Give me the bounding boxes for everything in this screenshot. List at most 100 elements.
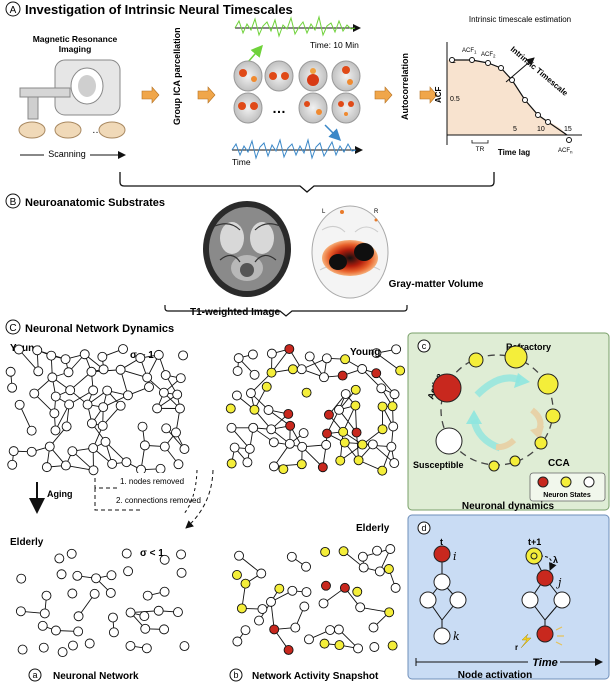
network-node (269, 624, 280, 635)
network-node (385, 544, 396, 554)
network-node (44, 441, 55, 452)
network-node (367, 439, 378, 450)
network-node (72, 570, 83, 581)
network-node (321, 580, 331, 591)
network-node (377, 465, 388, 476)
network-node (161, 423, 172, 434)
network-node (320, 546, 331, 557)
network-node (357, 364, 368, 374)
network-node (355, 602, 366, 613)
network-node (339, 582, 350, 593)
network-node (65, 385, 76, 396)
network-node (350, 400, 361, 411)
network-node (60, 354, 71, 365)
network-node (39, 608, 50, 619)
network-node (390, 582, 401, 593)
network-node (106, 570, 117, 581)
network-node (286, 551, 297, 562)
blue-timeseries: Time (231, 124, 363, 167)
time-label: Time (232, 157, 251, 167)
network-node (67, 588, 78, 599)
network-node (158, 387, 169, 398)
network-node (121, 457, 132, 468)
network-node (61, 421, 72, 432)
network-node (153, 605, 164, 616)
flow-arrow-icon (419, 86, 438, 104)
time-10min-label: Time: 10 Min (310, 40, 359, 50)
network-node (98, 364, 109, 375)
scanning-arrow: Scanning (20, 147, 126, 159)
network-node (37, 620, 48, 631)
network-node (107, 458, 118, 469)
network-node (353, 643, 363, 654)
network-node (266, 424, 277, 435)
network-node (26, 425, 37, 436)
network-node (322, 428, 332, 439)
t1-brain-image (203, 201, 291, 297)
network-node (135, 353, 146, 363)
network-node (229, 442, 240, 453)
network-node (38, 642, 49, 653)
network-node (334, 640, 345, 651)
network-node (7, 459, 18, 470)
node-k-label: k (453, 630, 460, 643)
sigma-elderly: σ < 1 (140, 548, 164, 559)
network-node (338, 426, 349, 437)
network-node (172, 389, 183, 400)
network-node (137, 421, 148, 432)
network-node (56, 569, 67, 580)
aging-label: Aging (47, 489, 73, 499)
flow-arrow-icon (141, 86, 160, 104)
network-node (142, 372, 153, 383)
network-node (389, 389, 400, 400)
network-node (16, 573, 27, 584)
section-b-header: B Neuroanatomic Substrates (5, 193, 165, 209)
network-node (175, 373, 186, 384)
network-node (368, 622, 379, 633)
network-node (371, 348, 382, 359)
network-node (108, 627, 119, 638)
network-node (387, 640, 398, 651)
network-node (319, 638, 330, 649)
time-arrow-label: Time (532, 657, 557, 669)
sub-a-text: Neuronal Network (53, 671, 139, 682)
network-node (57, 647, 68, 658)
sub-a-letter: a (32, 670, 37, 680)
flow-arrow-icon (197, 86, 216, 104)
network-node (334, 404, 344, 415)
network-node (369, 642, 380, 652)
section-a-header: A Investigation of Intrinsic Neural Time… (5, 1, 293, 17)
section-a-letter: A (10, 5, 17, 16)
network-node (395, 365, 406, 376)
network-node (179, 444, 190, 455)
network-node (7, 382, 18, 393)
network-node (247, 349, 258, 360)
network-node (318, 598, 329, 609)
network-node (242, 457, 253, 468)
tr-label: TR (476, 146, 485, 153)
network-node (268, 437, 279, 448)
network-node (50, 625, 61, 636)
network-node (233, 353, 244, 364)
network-node (97, 351, 108, 362)
network-node (159, 554, 170, 565)
ica-ellipsis: … (272, 100, 286, 116)
network-node (266, 348, 277, 359)
network-node (232, 570, 242, 580)
network-node (377, 401, 388, 412)
t1-label: T1-weighted Image (190, 307, 280, 318)
panel-d-title: Node activation (458, 670, 532, 681)
network-node (29, 388, 40, 399)
lightning-icon (520, 633, 532, 649)
network-node (298, 428, 309, 439)
lambda-label: λ (553, 555, 558, 565)
panel-c-letter: c (422, 341, 427, 351)
acf1-label: ACF1 (462, 48, 477, 55)
network-node (49, 408, 60, 419)
network-node (97, 420, 108, 431)
network-node (323, 409, 334, 420)
network-node (333, 624, 344, 635)
network-node (287, 585, 298, 596)
network-node (283, 644, 294, 655)
network-node (274, 583, 285, 594)
